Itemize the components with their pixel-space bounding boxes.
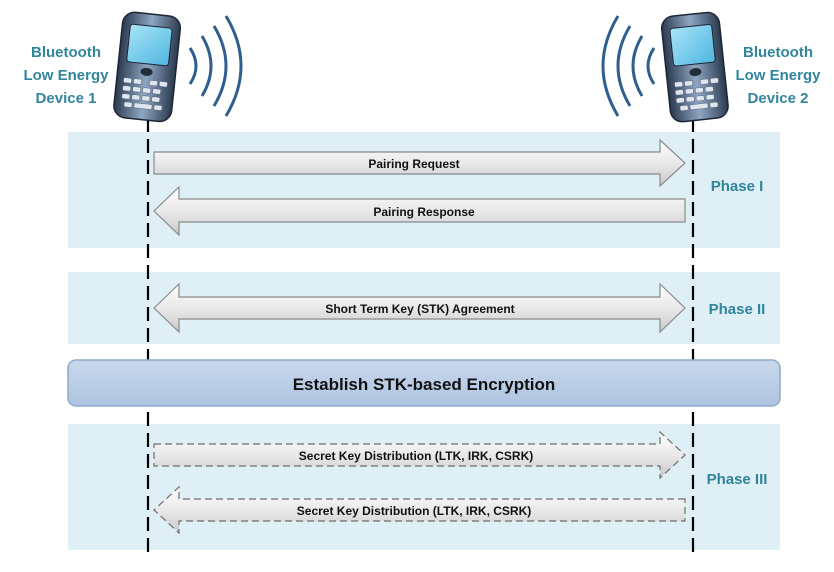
phase3-band bbox=[68, 424, 780, 550]
key-distribution-label-1: Secret Key Distribution (LTK, IRK, CSRK) bbox=[299, 449, 533, 463]
device2-label: Bluetooth Low Energy Device 2 bbox=[735, 44, 821, 107]
smartphone-icon bbox=[660, 11, 729, 123]
device2-label-line1: Bluetooth bbox=[743, 44, 813, 61]
signal-waves-icon bbox=[601, 15, 656, 117]
phase1-label: Phase I bbox=[711, 178, 764, 195]
smartphone-icon bbox=[113, 11, 182, 123]
signal-waves-icon bbox=[188, 15, 243, 117]
pairing-response-arrow bbox=[153, 185, 686, 237]
encryption-banner bbox=[67, 359, 781, 407]
device2-label-line3: Device 2 bbox=[748, 90, 809, 107]
key-distribution-arrow-right bbox=[153, 430, 686, 480]
pairing-request-arrow bbox=[153, 138, 686, 188]
encryption-banner-label: Establish STK-based Encryption bbox=[293, 375, 556, 394]
key-distribution-arrow-left bbox=[153, 485, 686, 535]
device1-label: Bluetooth Low Energy Device 1 bbox=[23, 44, 109, 107]
pairing-request-label: Pairing Request bbox=[368, 157, 459, 171]
device2-label-line2: Low Energy bbox=[735, 67, 821, 84]
phase2-label: Phase II bbox=[709, 301, 766, 318]
stk-agreement-label: Short Term Key (STK) Agreement bbox=[325, 302, 514, 316]
key-distribution-label-2: Secret Key Distribution (LTK, IRK, CSRK) bbox=[297, 504, 531, 518]
device1-label-line3: Device 1 bbox=[36, 90, 97, 107]
stk-agreement-arrow bbox=[153, 282, 686, 334]
device1-label-line1: Bluetooth bbox=[31, 44, 101, 61]
device1-label-line2: Low Energy bbox=[23, 67, 109, 84]
pairing-response-label: Pairing Response bbox=[373, 205, 475, 219]
phase3-label: Phase III bbox=[707, 471, 768, 488]
